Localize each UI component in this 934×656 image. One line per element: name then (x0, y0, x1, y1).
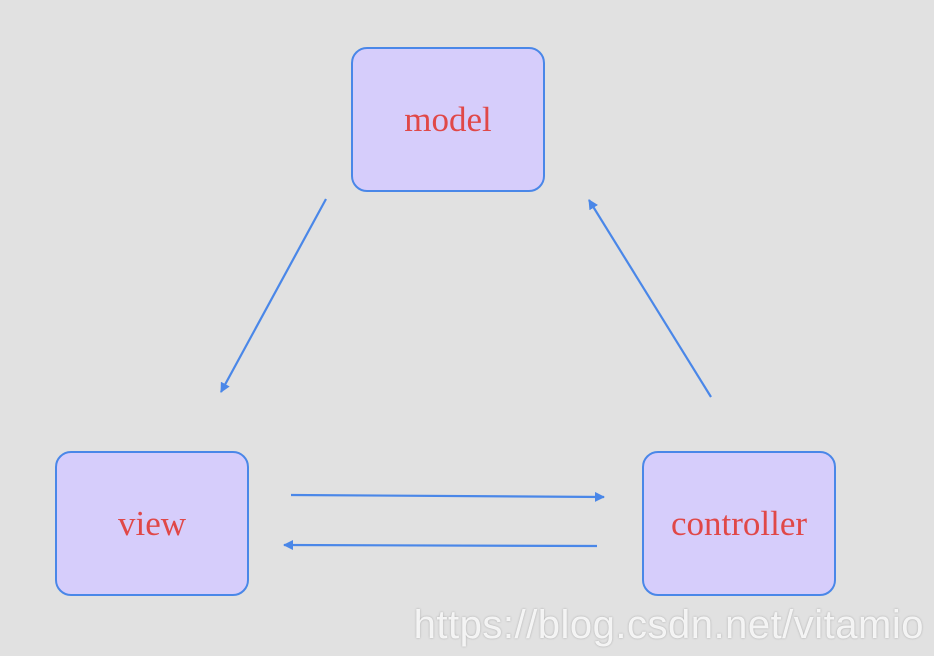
arrow-controller-to-view (283, 540, 598, 551)
arrow-controller-to-model (588, 199, 712, 398)
controller-node: controller (642, 451, 836, 596)
arrow-view-to-controller (290, 491, 605, 502)
model-node: model (351, 47, 545, 192)
controller-node-label: controller (670, 503, 808, 543)
view-node: view (55, 451, 249, 596)
watermark-url: https://blog.csdn.net/vitamio (413, 603, 924, 647)
arrow-model-to-view (220, 198, 327, 393)
view-node-label: view (117, 503, 187, 543)
model-node-label: model (404, 99, 492, 139)
